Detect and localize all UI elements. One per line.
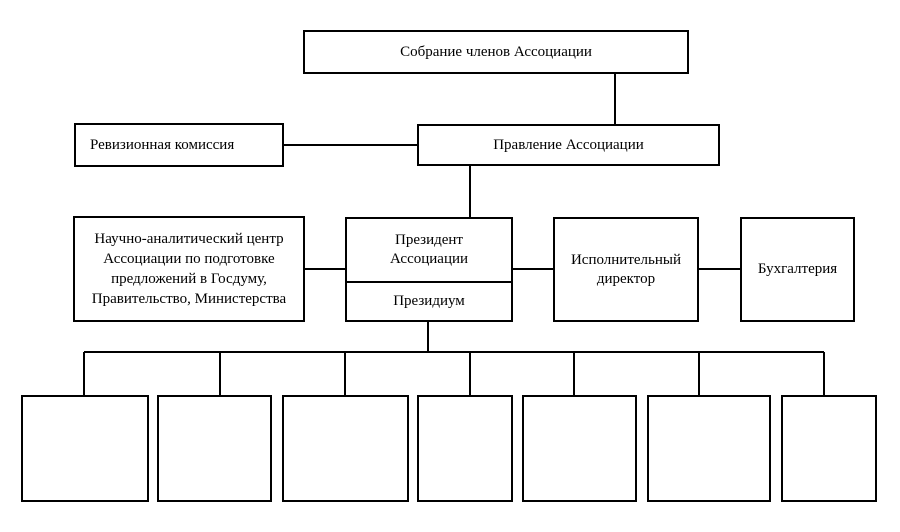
- executive-director-line-1: Исполнительный: [570, 251, 682, 268]
- research-center-box: Научно-аналитический центр Ассоциации по…: [73, 216, 305, 322]
- accounting-label: Бухгалтерия: [757, 261, 838, 277]
- subordinate-unit-box-2: [157, 395, 272, 502]
- research-center-line-4: Правительство, Министерства: [91, 291, 287, 307]
- research-center-line-2: Ассоциации по подготовке: [103, 251, 275, 267]
- audit-commission-label: Ревизионная комиссия: [90, 136, 235, 153]
- subordinate-unit-box-3: [282, 395, 409, 502]
- president-line-1: Президент: [394, 232, 463, 248]
- executive-director-box: Исполнительный директор: [553, 217, 699, 322]
- executive-director-line-2: директор: [596, 270, 656, 287]
- research-center-line-1: Научно-аналитический центр: [94, 231, 284, 247]
- subordinate-unit-box-1: [21, 395, 149, 502]
- assembly-box: Собрание членов Ассоциации: [303, 30, 689, 74]
- president-box: Президент Ассоциации: [345, 217, 513, 283]
- subordinate-unit-box-4: [417, 395, 513, 502]
- presidium-label: Президиум: [393, 293, 465, 309]
- president-line-2: Ассоциации: [389, 251, 469, 267]
- subordinate-unit-box-7: [781, 395, 877, 502]
- research-center-line-3: предложений в Госдуму,: [111, 271, 267, 287]
- audit-commission-box: Ревизионная комиссия: [74, 123, 284, 167]
- assembly-label: Собрание членов Ассоциации: [400, 43, 592, 60]
- board-label: Правление Ассоциации: [493, 136, 644, 153]
- presidium-box: Президиум: [345, 281, 513, 322]
- subordinate-unit-box-5: [522, 395, 637, 502]
- accounting-box: Бухгалтерия: [740, 217, 855, 322]
- board-box: Правление Ассоциации: [417, 124, 720, 166]
- subordinate-unit-box-6: [647, 395, 771, 502]
